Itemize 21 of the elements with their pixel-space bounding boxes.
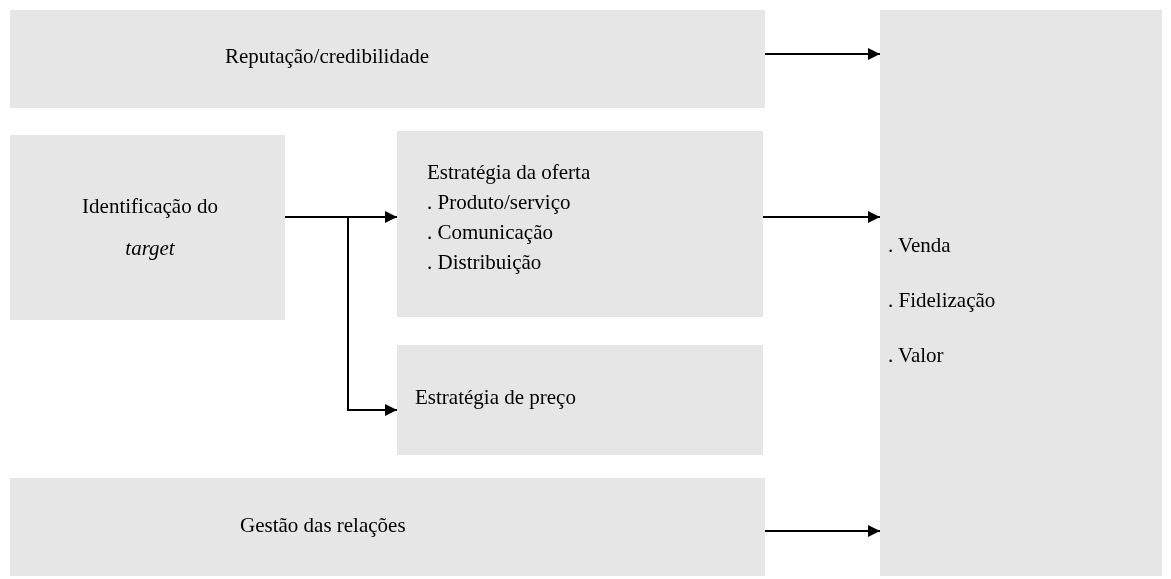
box-label: Identificação do target xyxy=(81,193,219,262)
process-box xyxy=(880,10,1162,576)
process-box xyxy=(10,135,285,320)
process-box xyxy=(397,131,763,317)
arrow xyxy=(764,525,881,537)
box-label: Gestão das relações xyxy=(240,513,406,539)
box-label: . Fidelização xyxy=(888,288,996,314)
box-label: Estratégia de preço xyxy=(415,385,576,411)
process-box xyxy=(397,345,763,455)
arrow xyxy=(764,48,881,60)
process-box xyxy=(10,478,765,576)
box-label: Estratégia da oferta xyxy=(427,160,591,186)
process-box xyxy=(10,10,765,108)
arrow xyxy=(762,211,881,223)
box-label: . Venda xyxy=(888,233,951,259)
arrow xyxy=(284,216,398,416)
box-label: . Distribuição xyxy=(427,250,542,276)
box-label: . Valor xyxy=(888,343,944,369)
box-label: . Comunicação xyxy=(427,220,553,246)
box-label: Reputação/credibilidade xyxy=(225,44,430,70)
box-label: . Produto/serviço xyxy=(427,190,571,216)
